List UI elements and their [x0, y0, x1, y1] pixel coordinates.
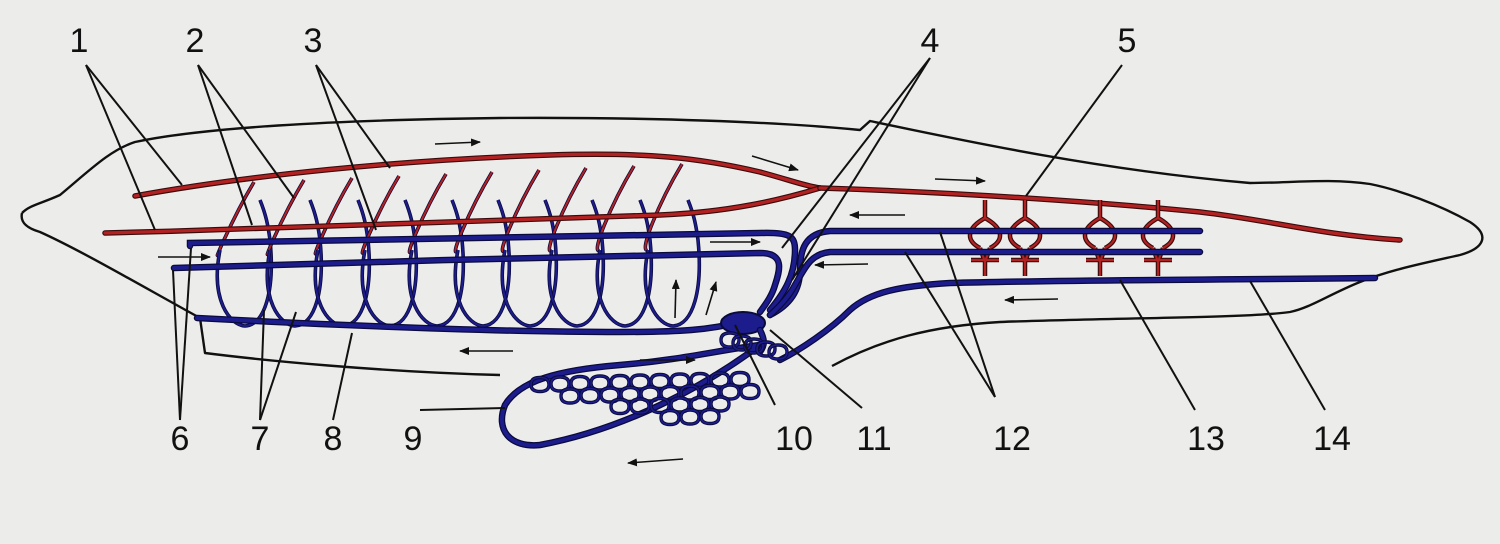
flow-arrows [158, 138, 1059, 467]
label-9: 9 [404, 420, 423, 458]
branchial-loop [547, 167, 606, 328]
label-11: 11 [856, 420, 891, 458]
branchial-loop [453, 171, 512, 328]
label-1: 1 [70, 22, 89, 60]
label-4: 4 [921, 22, 940, 60]
label-12: 12 [993, 420, 1031, 458]
label-7: 7 [251, 420, 270, 458]
sinus-venosus [720, 311, 766, 335]
veins [170, 227, 1379, 449]
segmental-arteries [967, 200, 1176, 276]
label-13: 13 [1187, 420, 1225, 458]
label-2: 2 [186, 22, 205, 60]
body-outline-ventral [20, 212, 501, 377]
label-6: 6 [171, 420, 190, 458]
branchial-loop [500, 169, 559, 328]
label-5: 5 [1118, 22, 1137, 60]
label-14: 14 [1313, 420, 1351, 458]
dorsal-aorta-roots [102, 151, 823, 236]
label-8: 8 [324, 420, 343, 458]
segmental-capillary-bed [967, 200, 1003, 276]
branchial-loop [265, 179, 324, 328]
label-3: 3 [304, 22, 323, 60]
dorsal-aorta [817, 185, 1403, 243]
branchial-loop [643, 163, 702, 328]
body-outline [21, 116, 1484, 368]
label-10: 10 [775, 420, 813, 458]
leader-lines [85, 57, 1326, 421]
labels: 1 2 3 4 5 6 7 8 9 10 11 12 13 14 [70, 22, 1351, 458]
branchial-loop [595, 165, 654, 328]
branchial-arches [215, 163, 702, 328]
segmental-capillary-bed [1082, 200, 1118, 276]
segmental-capillary-bed [1007, 200, 1043, 276]
hepatic-capillary-network [529, 331, 789, 427]
